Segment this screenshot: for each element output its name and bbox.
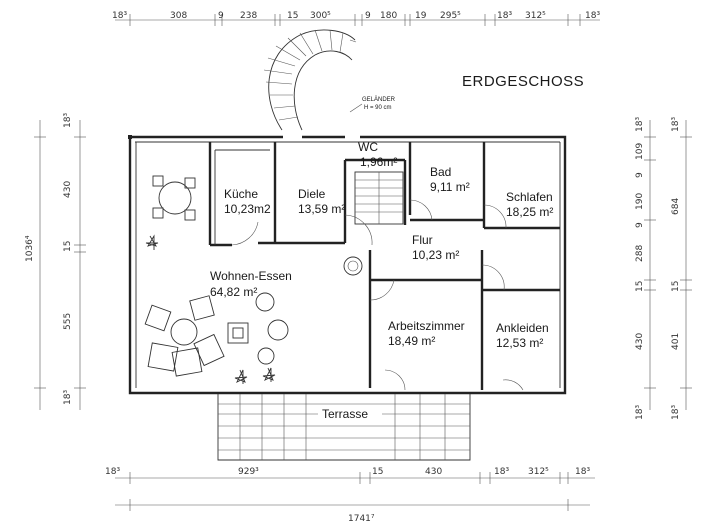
dim-right-inner-4: 190 bbox=[635, 193, 645, 210]
room-bad-area: 9,11 m² bbox=[430, 180, 470, 194]
spiral-staircase bbox=[263, 29, 357, 131]
room-diele-area: 13,59 m² bbox=[298, 202, 345, 216]
dim-top-11: 18³ bbox=[497, 11, 512, 21]
railing-note-line-2: H = 90 cm bbox=[364, 105, 392, 111]
dim-total: 1741⁷ bbox=[348, 514, 375, 524]
floor-title: ERDGESCHOSS bbox=[462, 73, 584, 90]
dim-bottom-7: 18³ bbox=[575, 467, 590, 477]
dim-right-inner-5: 9 bbox=[635, 222, 645, 228]
room-kueche-name: Küche bbox=[224, 187, 258, 201]
dim-bottom-5: 18³ bbox=[494, 467, 509, 477]
room-kueche-area: 10,23m2 bbox=[224, 202, 271, 216]
room-wc-name: WC bbox=[358, 140, 378, 154]
outer-walls bbox=[128, 135, 567, 395]
dim-top-1: 18³ bbox=[112, 11, 127, 21]
dim-bottom-3: 15 bbox=[372, 467, 383, 477]
dim-bottom-4: 430 bbox=[425, 467, 442, 477]
room-arbeitszimmer-name: Arbeitszimmer bbox=[388, 319, 465, 333]
dim-top-6: 300⁵ bbox=[310, 11, 331, 21]
room-diele-name: Diele bbox=[298, 187, 326, 201]
dim-right-outer-1: 18³ bbox=[671, 117, 681, 132]
dim-top-13: 18³ bbox=[585, 11, 600, 21]
dim-right-outer-2: 684 bbox=[671, 198, 681, 215]
interior-walls bbox=[208, 142, 560, 391]
dim-top-3: 9 bbox=[218, 11, 224, 21]
dim-left-5: 18³ bbox=[63, 390, 73, 405]
dim-right-inner-3: 9 bbox=[635, 172, 645, 178]
room-wohnen-area: 64,82 m² bbox=[210, 285, 257, 299]
dim-right-outer-4: 401 bbox=[671, 333, 681, 350]
dim-right-outer-3: 15 bbox=[671, 281, 681, 292]
room-ankleiden-area: 12,53 m² bbox=[496, 336, 543, 350]
room-schlafen-area: 18,25 m² bbox=[506, 205, 553, 219]
dim-top-5: 15 bbox=[287, 11, 298, 21]
room-labels: Küche 10,23m2 Diele 13,59 m² WC 1,96m² B… bbox=[210, 140, 553, 350]
dim-top-8: 180 bbox=[380, 11, 397, 21]
dim-left-total: 1036⁴ bbox=[25, 235, 35, 262]
room-wc-area: 1,96m² bbox=[360, 155, 397, 169]
dimension-chain-top: 18³ 308 9 238 15 300⁵ 9 180 19 295⁵ 18³ … bbox=[112, 11, 600, 26]
dim-right-inner-8: 430 bbox=[635, 333, 645, 350]
dim-right-inner-1: 18³ bbox=[635, 117, 645, 132]
dim-right-inner-7: 15 bbox=[635, 281, 645, 292]
dim-right-inner-9: 18³ bbox=[635, 405, 645, 420]
dim-top-4: 238 bbox=[240, 11, 257, 21]
dim-right-inner-2: 109 bbox=[635, 143, 645, 160]
dim-top-10: 295⁵ bbox=[440, 11, 461, 21]
dim-right-outer-5: 18³ bbox=[671, 405, 681, 420]
dim-left-2: 430 bbox=[63, 181, 73, 198]
dimension-chain-right: 18³ 109 9 190 9 288 15 430 18³ 18³ 684 1… bbox=[635, 117, 692, 420]
railing-note-line-1: GELÄNDER bbox=[362, 96, 396, 103]
room-flur-area: 10,23 m² bbox=[412, 248, 459, 262]
room-schlafen-name: Schlafen bbox=[506, 190, 553, 204]
dimension-chain-bottom: 18³ 929³ 15 430 18³ 312⁵ 18³ 1741⁷ bbox=[105, 467, 595, 524]
furniture bbox=[144, 175, 289, 384]
railing-note: GELÄNDER H = 90 cm bbox=[349, 96, 396, 113]
terrace-label: Terrasse bbox=[322, 407, 368, 421]
room-wohnen-name: Wohnen-Essen bbox=[210, 269, 292, 283]
dim-top-12: 312⁵ bbox=[525, 11, 546, 21]
dim-bottom-6: 312⁵ bbox=[528, 467, 549, 477]
dim-top-9: 19 bbox=[415, 11, 427, 21]
dim-left-3: 15 bbox=[63, 241, 73, 252]
dim-top-7: 9 bbox=[365, 11, 371, 21]
room-bad-name: Bad bbox=[430, 165, 451, 179]
dim-right-inner-6: 288 bbox=[635, 245, 645, 262]
dim-bottom-2: 929³ bbox=[238, 467, 259, 477]
room-ankleiden-name: Ankleiden bbox=[496, 321, 549, 335]
dim-left-1: 18³ bbox=[63, 113, 73, 128]
dim-left-4: 555 bbox=[63, 313, 73, 330]
dimension-chain-left: 18³ 430 15 555 18³ 1036⁴ bbox=[25, 113, 86, 410]
room-flur-name: Flur bbox=[412, 233, 433, 247]
dim-bottom-1: 18³ bbox=[105, 467, 120, 477]
dim-top-2: 308 bbox=[170, 11, 187, 21]
terrace: Terrasse bbox=[217, 394, 471, 461]
room-arbeitszimmer-area: 18,49 m² bbox=[388, 334, 435, 348]
